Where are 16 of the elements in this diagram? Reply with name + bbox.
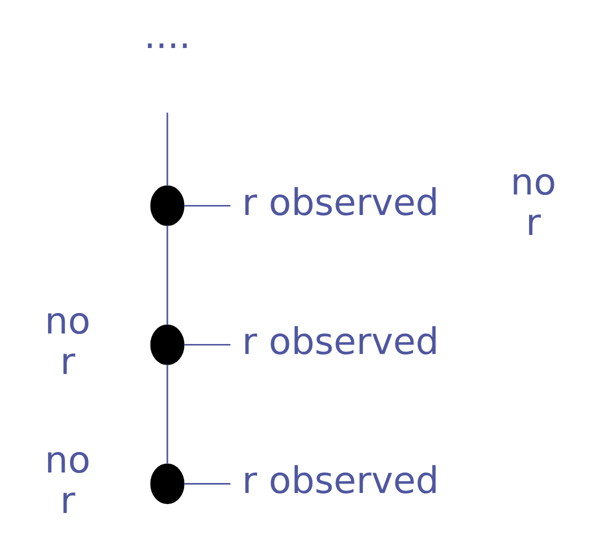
node-text: r observed [242, 320, 439, 363]
node-circle [150, 324, 184, 366]
connector [183, 344, 230, 346]
label: no r [44, 299, 90, 384]
node-circle [150, 185, 184, 226]
connector [166, 225, 168, 325]
node-text: r observed [242, 458, 439, 502]
label: no r [510, 160, 556, 244]
node-text: r observed [242, 180, 439, 224]
connector [166, 112, 168, 186]
node-circle [150, 464, 184, 504]
connector [166, 364, 168, 464]
connector [183, 204, 230, 207]
label: .... [144, 14, 190, 57]
label: no r [44, 438, 90, 522]
connector [183, 483, 230, 485]
